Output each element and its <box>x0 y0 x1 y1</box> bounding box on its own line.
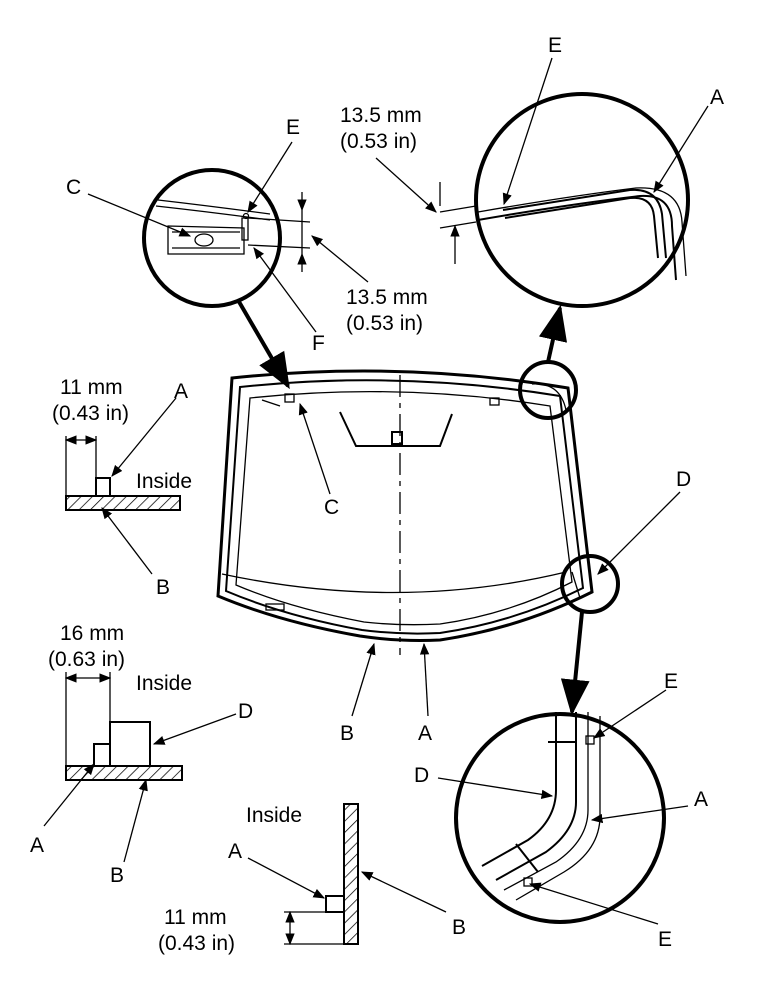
detail-circle-upper-right <box>474 92 690 308</box>
label-b-section-bottom: B <box>452 916 466 939</box>
label-e-circle-left: E <box>286 116 300 139</box>
dim-11-in-bottom: (0.43 in) <box>158 932 235 955</box>
dim-16-mm: 16 mm <box>60 622 124 645</box>
dim-11-in-top: (0.43 in) <box>52 402 129 425</box>
label-a-section-mid: A <box>30 834 44 857</box>
label-inside-mid: Inside <box>136 672 192 695</box>
section-top-left <box>64 435 181 511</box>
spacer-marks <box>265 393 500 611</box>
label-e-lower-top: E <box>664 670 678 693</box>
dim-13-5-mm-upper: 13.5 mm <box>340 104 422 127</box>
label-e-lower-bottom: E <box>658 928 672 951</box>
label-inside-bottom: Inside <box>246 804 302 827</box>
leader-arrows <box>43 57 709 925</box>
label-d-windshield: D <box>676 468 691 491</box>
label-a-windshield: A <box>418 722 432 745</box>
label-e-circle-right: E <box>548 34 562 57</box>
label-b-section-top: B <box>156 576 170 599</box>
windshield-glass <box>216 369 594 642</box>
dim-13-5-in-lower: (0.53 in) <box>346 312 423 335</box>
rearview-mirror-mount <box>339 411 453 447</box>
dimension-line-upper-left <box>247 217 311 223</box>
label-c-circle: C <box>66 176 81 199</box>
label-b-section-mid: B <box>110 864 124 887</box>
detail-circle-lower-right <box>454 712 666 924</box>
section-mid-left <box>64 672 183 781</box>
label-a-circle-right: A <box>710 86 724 109</box>
callout-circle-side <box>560 554 620 614</box>
label-inside-top: Inside <box>136 470 192 493</box>
label-a-section-bottom: A <box>228 840 242 863</box>
label-c-windshield: C <box>324 496 339 519</box>
dim-13-5-in-upper: (0.53 in) <box>340 130 417 153</box>
label-d-section: D <box>238 700 253 723</box>
label-b-windshield: B <box>340 722 354 745</box>
dim-11-mm-bottom: 11 mm <box>164 906 227 929</box>
label-a-section-top: A <box>174 380 188 403</box>
label-a-lower: A <box>694 788 708 811</box>
dim-16-in: (0.63 in) <box>48 648 125 671</box>
dim-11-mm-top: 11 mm <box>60 376 123 399</box>
label-d-lower: D <box>414 764 429 787</box>
label-f: F <box>312 332 325 355</box>
section-bottom-center <box>284 803 359 946</box>
detail-circle-upper-left <box>142 168 282 308</box>
dim-13-5-mm-lower: 13.5 mm <box>346 286 428 309</box>
